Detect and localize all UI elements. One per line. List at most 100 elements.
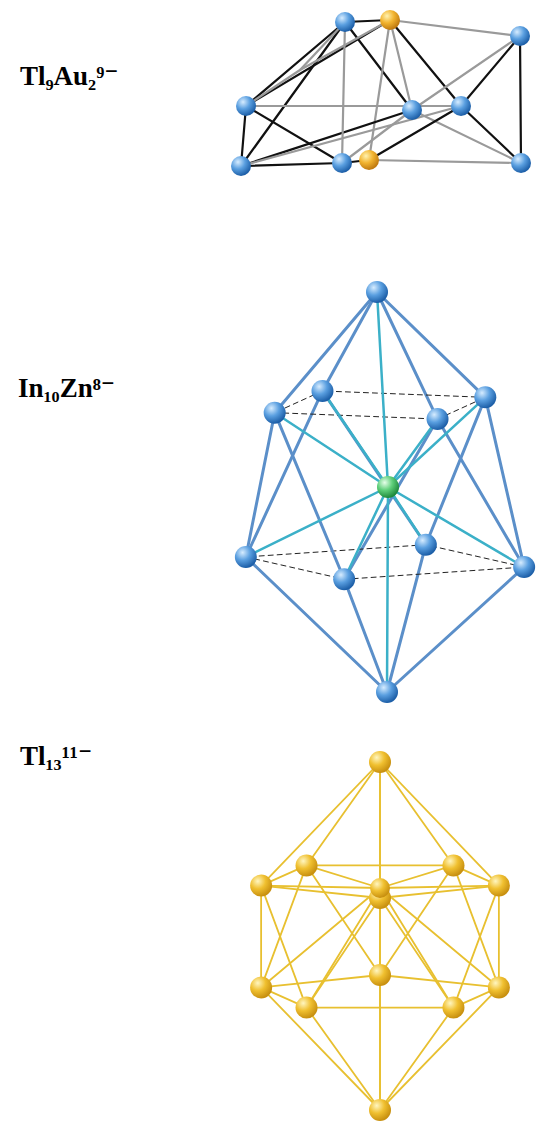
atom: [376, 681, 398, 703]
bond-line: [377, 292, 438, 419]
atom: [415, 534, 437, 556]
formula-label: In₁₀Zn⁸⁻: [18, 372, 115, 404]
atom: [335, 12, 355, 32]
bond-line: [261, 886, 380, 888]
bond-line: [261, 762, 380, 886]
bond-line: [388, 487, 524, 567]
bond-line: [342, 22, 345, 163]
bond-line: [380, 886, 499, 888]
atom: [513, 556, 535, 578]
bond-line: [246, 391, 323, 557]
bond-line: [379, 762, 381, 888]
bond-line: [261, 987, 380, 1110]
atom: [488, 875, 510, 897]
bond-line: [246, 20, 390, 106]
bond-line: [412, 110, 521, 163]
bond-line: [307, 1008, 380, 1110]
atom: [332, 153, 352, 173]
bond-line: [387, 545, 426, 692]
bond-line: [461, 106, 521, 163]
bond-line: [246, 22, 345, 106]
bond-line: [498, 886, 500, 988]
atom: [369, 751, 391, 773]
atom: [333, 568, 355, 590]
atom: [380, 10, 400, 30]
bond-line: [246, 413, 275, 557]
bond-line: [380, 1008, 453, 1110]
atom: [311, 380, 333, 402]
atom: [250, 875, 272, 897]
bond-line: [322, 391, 388, 487]
bond-line: [377, 292, 388, 487]
bond-line: [307, 865, 380, 888]
bond-line: [426, 545, 524, 567]
bond-line: [275, 413, 344, 580]
bond-line: [380, 888, 499, 987]
bond-line: [307, 865, 380, 975]
bond-line: [246, 487, 388, 557]
atom: [488, 976, 510, 998]
bond-line: [426, 397, 485, 544]
bond-lines: [241, 20, 524, 1110]
atom: [231, 156, 251, 176]
bond-line: [387, 567, 524, 692]
bond-line: [379, 888, 381, 1110]
bond-line: [388, 419, 438, 487]
bond-line: [261, 888, 380, 987]
atom: [442, 854, 464, 876]
bond-line: [322, 391, 485, 397]
atom: [510, 26, 530, 46]
atom: [296, 854, 318, 876]
atom-spheres: [231, 10, 535, 1121]
bond-line: [307, 762, 380, 865]
bond-line: [275, 292, 377, 413]
bond-line: [380, 865, 453, 975]
atom: [264, 402, 286, 424]
bond-line: [275, 413, 438, 419]
bond-line: [246, 557, 387, 692]
atom: [474, 386, 496, 408]
atom: [377, 476, 399, 498]
bond-line: [390, 20, 461, 106]
atom: [370, 878, 390, 898]
bond-line: [246, 557, 344, 579]
bond-line: [380, 762, 453, 865]
atom: [236, 96, 256, 116]
bond-line: [344, 579, 387, 692]
bond-line: [241, 106, 461, 166]
bond-line: [438, 419, 525, 567]
atom: [296, 997, 318, 1019]
bond-line: [241, 163, 342, 166]
bond-line: [261, 886, 380, 898]
bond-line: [344, 487, 388, 579]
bond-line: [344, 567, 524, 579]
bond-line: [275, 413, 388, 487]
atom: [359, 150, 379, 170]
atom: [402, 100, 422, 120]
bond-line: [307, 888, 380, 1008]
atom: [235, 546, 257, 568]
bond-line: [380, 888, 453, 1008]
bond-line: [322, 292, 377, 391]
atom: [451, 96, 471, 116]
bond-line: [246, 105, 461, 107]
bond-line: [388, 397, 485, 487]
bond-line: [260, 886, 262, 988]
formula-label: Tl₁₃¹¹⁻: [20, 740, 92, 772]
bond-line: [380, 865, 453, 888]
bond-line: [241, 22, 345, 166]
formula-label: Tl₉Au₂⁹⁻: [20, 60, 119, 92]
atom: [366, 281, 388, 303]
bond-line: [246, 545, 426, 557]
bond-line: [369, 160, 521, 163]
atom: [369, 964, 391, 986]
atom: [369, 1099, 391, 1121]
bond-line: [246, 106, 342, 163]
bond-line: [380, 762, 499, 886]
bond-line: [390, 20, 520, 36]
bond-line: [380, 886, 499, 898]
bond-line: [380, 987, 499, 1110]
bond-line: [241, 110, 412, 166]
atom: [427, 408, 449, 430]
